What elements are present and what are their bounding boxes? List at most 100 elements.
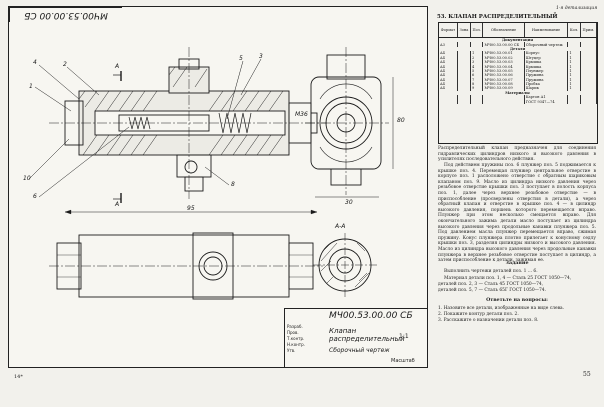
spec-column-header: Зона — [457, 23, 472, 38]
spec-section-row: Материалы — [439, 90, 597, 96]
table-cell: A4 — [439, 77, 458, 82]
table-cell: A3 — [439, 42, 458, 47]
table-cell — [580, 42, 598, 47]
leader-label: 4 — [33, 59, 37, 66]
thread-label: М36 — [295, 111, 308, 118]
table-cell: A4 — [439, 64, 458, 69]
table-cell: Пружина — [524, 77, 569, 82]
task-heading: Задание — [505, 260, 529, 266]
leader-label: 3 — [259, 53, 263, 60]
table-cell: A4 — [439, 73, 458, 78]
spec-section-row: Детали — [439, 46, 597, 52]
title-block: МЧ00.53.00.00 СБ Клапан распределительны… — [284, 308, 427, 367]
table-cell: МЧ00.53.00.07 — [482, 77, 525, 82]
table-cell — [457, 42, 472, 47]
question-item: 3. Расскажите о назначении детали поз. 8… — [438, 318, 539, 323]
spec-section-title: Документация — [439, 37, 597, 43]
table-cell: МЧ00.53.00.06 — [482, 73, 525, 78]
table-cell — [567, 95, 581, 100]
table-cell: 4 — [470, 64, 484, 69]
table-cell — [457, 86, 472, 91]
bottom-view — [49, 232, 323, 300]
table-cell: 6 — [470, 73, 484, 78]
running-head: 1-я детализация — [556, 6, 598, 11]
signature-role: Пров. — [287, 330, 299, 335]
signature-mark: 14* — [14, 374, 23, 380]
materials-line: Материал детали поз. 1, 4 — Сталь 25 ГОС… — [444, 276, 572, 281]
table-cell: МЧ00.53.00.05 — [482, 68, 525, 74]
section-mark: А — [115, 201, 120, 208]
table-cell: 2 — [470, 55, 484, 60]
spec-column-header: Кол. — [567, 23, 581, 38]
table-cell — [457, 95, 472, 100]
table-cell: A4 — [439, 55, 458, 60]
scale-label: Масштаб — [391, 358, 415, 364]
leader-label: 6 — [33, 193, 37, 200]
table-cell: Пружина — [524, 73, 569, 78]
table-cell: 1 — [567, 73, 581, 78]
table-cell — [439, 99, 458, 104]
table-cell: МЧ00.53.00.04 — [482, 64, 525, 69]
table-cell — [580, 51, 598, 56]
table-cell: МЧ00.53.00.01 — [482, 51, 525, 56]
table-cell: Шарик — [524, 86, 569, 91]
leader-label: 5 — [239, 55, 243, 62]
table-cell — [457, 99, 472, 104]
table-cell: 1 — [567, 64, 581, 69]
signature-role: Разраб. — [287, 324, 303, 329]
table-cell: 7 — [470, 77, 484, 82]
spec-column-header: Формат — [439, 23, 458, 38]
table-cell: 1 — [567, 59, 581, 65]
table-cell: МЧ00.53.00.02 — [482, 55, 525, 60]
questions-heading: Ответьте на вопросы: — [486, 297, 548, 303]
spec-column-header: Обозначение — [482, 23, 525, 38]
table-cell — [580, 77, 598, 82]
table-cell: Плунжер — [524, 68, 569, 74]
table-cell — [439, 95, 458, 100]
table-cell: 1 — [567, 77, 581, 82]
section-title: А-А — [335, 223, 346, 230]
table-cell — [580, 55, 598, 60]
table-cell: 1 — [567, 55, 581, 60]
table-cell: Корпус — [524, 51, 569, 56]
dimension-label: 30 — [345, 199, 353, 206]
spec-column-header: Прим. — [580, 23, 598, 38]
table-cell: МЧ00.53.00.08 — [482, 81, 525, 87]
leader-label: 10 — [23, 175, 31, 182]
table-cell: 1 — [567, 86, 581, 91]
table-cell: Картон А1 — [524, 95, 569, 100]
question-item: 1. Назовите все детали, изображенные на … — [438, 306, 565, 311]
table-cell: 9 — [470, 86, 484, 91]
description-paragraph-1: Распределительный клапан предназначен дл… — [438, 146, 596, 163]
table-cell — [567, 99, 581, 104]
materials-line: деталей поз. 5, 7 — Сталь 65Г ГОСТ 1050—… — [438, 288, 546, 293]
question-item: 2. Покажите контур детали поз. 2. — [438, 312, 519, 317]
section-heading: 53. КЛАПАН РАСПРЕДЕЛИТЕЛЬНЫЙ — [437, 14, 558, 20]
table-cell — [470, 42, 484, 47]
dimension-label: 95 — [187, 205, 195, 212]
spec-section-row: Документация — [439, 37, 597, 43]
assembly-drawing-sheet: МЧ00.53.00.00 СБ — [8, 6, 428, 368]
spec-section-title: Материалы — [439, 90, 597, 96]
signature-role: Т.контр. — [287, 336, 305, 341]
table-cell — [457, 73, 472, 78]
table-cell — [482, 95, 525, 100]
section-a-a-view — [313, 233, 377, 297]
table-cell: Пробка — [524, 81, 569, 87]
task-text: Выполнить чертежи деталей поз. 1 ... 6. — [444, 269, 538, 274]
main-section-view — [28, 47, 327, 215]
table-cell: 5 — [470, 68, 484, 74]
table-cell: МЧ00.53.00.00 СБ — [482, 42, 525, 47]
table-cell — [580, 59, 598, 65]
spec-column-header: Поз. — [470, 23, 484, 38]
